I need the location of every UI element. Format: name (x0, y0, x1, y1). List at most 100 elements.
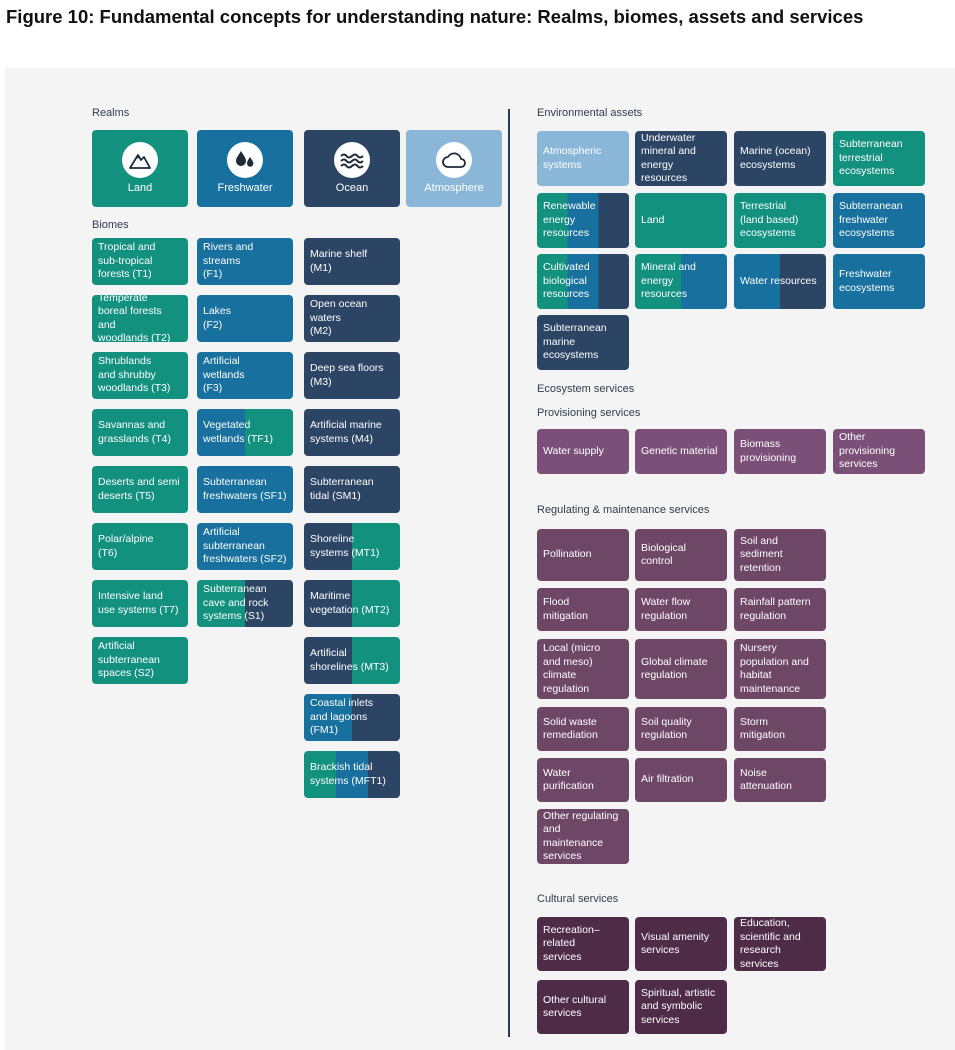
asset-1-2-label: Underwater mineral and energy resources (641, 131, 696, 185)
regulating-service-2-1: Flood mitigation (537, 588, 629, 631)
realm-label: Land (127, 181, 153, 194)
biome-ocean-6: Shoreline systems (MT1) (304, 523, 400, 570)
asset-2-3-label: Terrestrial (land based) ecosystems (740, 200, 799, 240)
asset-2-1: Renewable energy resources (537, 193, 629, 248)
asset-2-2-label: Land (641, 213, 665, 226)
regulating-service-2-2-label: Water flow regulation (641, 596, 691, 622)
biome-land-1: Tropical and sub-tropical forests (T1) (92, 238, 188, 285)
regulating-service-4-3: Storm mitigation (734, 707, 826, 751)
asset-1-4-label: Subterranean terrestrial ecosystems (839, 138, 903, 178)
realms-label: Realms (92, 107, 130, 119)
regulating-services-label: Regulating & maintenance services (537, 504, 710, 516)
regulating-service-2-3: Rainfall pattern regulation (734, 588, 826, 631)
regulating-service-5-1: Water purification (537, 758, 629, 802)
biome-land-4-label: Savannas and grasslands (T4) (98, 419, 171, 445)
regulating-service-1-2-label: Biological control (641, 541, 686, 568)
biome-land-2: Temperate boreal forests and woodlands (… (92, 295, 188, 342)
realm-label: Ocean (335, 181, 369, 194)
asset-3-1-label: Cultivated biological resources (543, 261, 590, 301)
water-drops-icon (227, 141, 263, 178)
realm-label: Atmosphere (424, 181, 484, 194)
biome-ocean-9: Coastal inlets and lagoons (FM1) (304, 694, 400, 741)
biome-ocean-2-label: Open ocean waters (M2) (310, 298, 368, 338)
biome-land-5-label: Deserts and semi deserts (T5) (98, 476, 180, 502)
biome-freshwater-3: Artificial wetlands (F3) (197, 352, 293, 399)
asset-1-4: Subterranean terrestrial ecosystems (833, 131, 925, 186)
cultural-service-2-1: Other cultural services (537, 980, 629, 1034)
asset-1-3: Marine (ocean) ecosystems (734, 131, 826, 186)
biome-ocean-4: Artificial marine systems (M4) (304, 409, 400, 456)
biome-land-8-label: Artificial subterranean spaces (S2) (98, 640, 160, 680)
asset-2-4-label: Subterranean freshwater ecosystems (839, 200, 903, 240)
asset-1-3-label: Marine (ocean) ecosystems (740, 145, 811, 171)
asset-4-1-label: Subterranean marine ecosystems (543, 322, 607, 362)
realm-freshwater: Freshwater (197, 130, 293, 207)
asset-3-3-label: Water resources (740, 274, 817, 287)
asset-3-1: Cultivated biological resources (537, 254, 629, 309)
cultural-service-1-2: Visual amenity services (635, 917, 727, 971)
realm-label: Freshwater (217, 181, 273, 194)
biome-land-1-label: Tropical and sub-tropical forests (T1) (98, 241, 156, 281)
regulating-service-4-3-label: Storm mitigation (740, 715, 785, 742)
asset-3-2: Mineral and energy resources (635, 254, 727, 309)
biome-land-5: Deserts and semi deserts (T5) (92, 466, 188, 513)
realm-land: Land (92, 130, 188, 207)
regulating-service-1-1-label: Pollination (543, 548, 592, 561)
biome-freshwater-7-label: Subterranean cave and rock systems (S1) (203, 583, 269, 623)
biome-ocean-1-label: Marine shelf (M1) (310, 248, 368, 274)
asset-2-2: Land (635, 193, 727, 248)
biome-ocean-9-label: Coastal inlets and lagoons (FM1) (310, 697, 374, 737)
biome-ocean-4-label: Artificial marine systems (M4) (310, 419, 382, 445)
regulating-service-6-1: Other regulating and maintenance service… (537, 809, 629, 864)
biome-land-6: Polar/alpine (T6) (92, 523, 188, 570)
regulating-service-1-3-label: Soil and sediment retention (740, 534, 783, 574)
realm-atmosphere: Atmosphere (406, 130, 502, 207)
asset-4-1: Subterranean marine ecosystems (537, 315, 629, 370)
biome-freshwater-4-label: Vegetated wetlands (TF1) (203, 419, 274, 445)
provisioning-services-label: Provisioning services (537, 407, 641, 419)
regulating-service-4-2-label: Soil quality regulation (641, 715, 692, 742)
regulating-service-6-1-label: Other regulating and maintenance service… (543, 809, 619, 863)
cultural-service-1-1: Recreation– related services (537, 917, 629, 971)
biome-freshwater-6-label: Artificial subterranean freshwaters (SF2… (203, 526, 287, 566)
regulating-service-3-3: Nursery population and habitat maintenan… (734, 639, 826, 699)
regulating-service-3-3-label: Nursery population and habitat maintenan… (740, 642, 809, 695)
regulating-service-3-1-label: Local (micro and meso) climate regulatio… (543, 642, 601, 695)
biome-ocean-8: Artificial shorelines (MT3) (304, 637, 400, 684)
biome-freshwater-6: Artificial subterranean freshwaters (SF2… (197, 523, 293, 570)
asset-3-4-label: Freshwater ecosystems (839, 268, 895, 294)
biome-freshwater-5: Subterranean freshwaters (SF1) (197, 466, 293, 513)
biome-ocean-3: Deep sea floors (M3) (304, 352, 400, 399)
regulating-service-5-2: Air filtration (635, 758, 727, 802)
regulating-service-5-2-label: Air filtration (641, 773, 694, 786)
biome-land-3: Shrublands and shrubby woodlands (T3) (92, 352, 188, 399)
biome-ocean-10-label: Brackish tidal systems (MFT1) (310, 761, 386, 787)
regulating-service-1-1: Pollination (537, 529, 629, 581)
cultural-service-1-1-label: Recreation– related services (543, 923, 600, 963)
provisioning-service-2: Genetic material (635, 429, 727, 474)
regulating-service-1-2: Biological control (635, 529, 727, 581)
realm-ocean: Ocean (304, 130, 400, 207)
cultural-service-2-1-label: Other cultural services (543, 993, 607, 1020)
biome-land-7: Intensive land use systems (T7) (92, 580, 188, 627)
provisioning-service-3: Biomass provisioning (734, 429, 826, 474)
regulating-service-2-1-label: Flood mitigation (543, 596, 588, 622)
asset-1-2: Underwater mineral and energy resources (635, 131, 727, 186)
biome-land-3-label: Shrublands and shrubby woodlands (T3) (98, 355, 171, 395)
asset-3-2-label: Mineral and energy resources (641, 261, 696, 301)
asset-2-3: Terrestrial (land based) ecosystems (734, 193, 826, 248)
provisioning-service-4-label: Other provisioning services (839, 431, 896, 471)
regulating-service-4-1-label: Solid waste remediation (543, 715, 598, 742)
regulating-service-5-3-label: Noise attenuation (740, 766, 792, 793)
provisioning-service-1: Water supply (537, 429, 629, 474)
biome-land-8: Artificial subterranean spaces (S2) (92, 637, 188, 684)
biome-ocean-3-label: Deep sea floors (M3) (310, 362, 384, 388)
cultural-services-label: Cultural services (537, 893, 619, 905)
biome-land-7-label: Intensive land use systems (T7) (98, 590, 179, 616)
cultural-service-1-3: Education, scientific and research servi… (734, 917, 826, 971)
regulating-service-2-2: Water flow regulation (635, 588, 727, 631)
regulating-service-3-2: Global climate regulation (635, 639, 727, 699)
biome-land-4: Savannas and grasslands (T4) (92, 409, 188, 456)
asset-3-4: Freshwater ecosystems (833, 254, 925, 309)
biome-freshwater-7: Subterranean cave and rock systems (S1) (197, 580, 293, 627)
